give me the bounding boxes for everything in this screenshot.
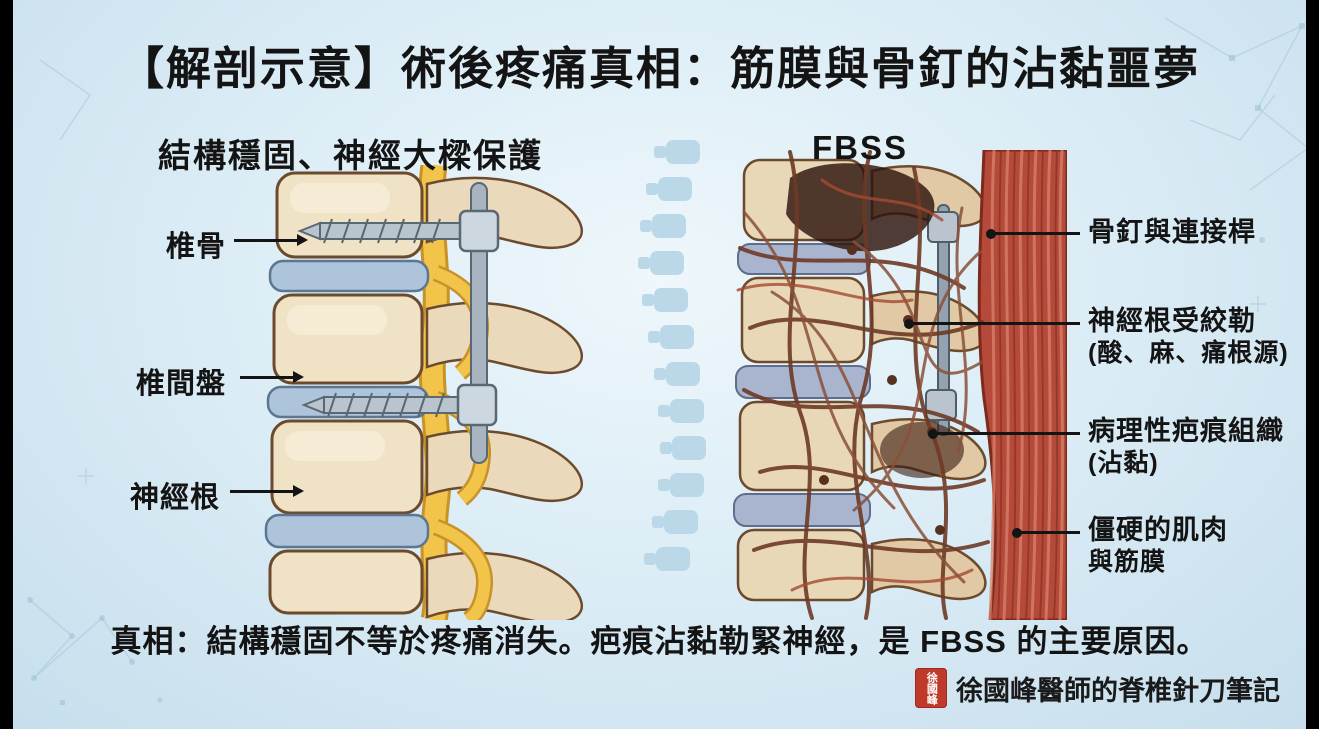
connector-line-stiff-muscle — [1012, 527, 1080, 538]
muscle-band — [977, 150, 1067, 620]
signature-text: 徐國峰醫師的脊椎針刀筆記 — [956, 675, 1280, 706]
connector-line-vertebra — [234, 234, 308, 246]
label-stiff-muscle-fascia: 僵硬的肌肉 與筋膜 — [1088, 514, 1228, 578]
label-disc: 椎間盤 — [136, 368, 227, 400]
label-screw-and-rod: 骨釘與連接桿 — [1088, 216, 1256, 248]
fbss-spine-illustration — [733, 150, 1067, 620]
label-line2: (酸、麻、痛根源) — [1088, 339, 1289, 367]
pedicle-screws — [297, 182, 500, 464]
connector-line-nerve-root — [230, 485, 304, 497]
label-vertebra: 椎骨 — [166, 231, 227, 263]
spine-silhouette — [638, 140, 706, 571]
label-pathological-scar: 病理性疤痕組織 (沾黏) — [1088, 415, 1284, 479]
connector-line-disc — [240, 371, 304, 383]
letterbox-right — [1306, 0, 1319, 729]
pedicle-screws — [925, 204, 959, 436]
signature-block: 徐國峰 徐國峰醫師的脊椎針刀筆記 — [915, 668, 1280, 708]
label-line2: 與筋膜 — [1088, 548, 1167, 576]
label-line1: 神經根受絞勒 — [1088, 306, 1256, 336]
label-line1: 病理性疤痕組織 — [1088, 416, 1284, 446]
connector-line-strangled-nerve — [904, 318, 1080, 329]
label-line1: 僵硬的肌肉 — [1088, 515, 1228, 545]
page-title: 【解剖示意】術後疼痛真相：筋膜與骨釘的沾黏噩夢 — [118, 43, 1200, 94]
right-panel-heading: FBSS — [812, 129, 909, 166]
label-nerve-root: 神經根 — [130, 482, 221, 514]
left-panel-heading: 結構穩固、神經大樑保護 — [158, 137, 543, 174]
letterbox-left — [0, 0, 13, 729]
connector-line-screw-rod — [986, 228, 1080, 239]
scar-web — [736, 150, 990, 620]
label-line2: (沾黏) — [1088, 449, 1159, 477]
seal-stamp: 徐國峰 — [915, 668, 947, 708]
seal-text: 徐國峰 — [925, 671, 938, 705]
conclusion-text: 真相：結構穩固不等於疼痛消失。疤痕沾黏勒緊神經，是 FBSS 的主要原因。 — [110, 624, 1209, 659]
label-line1: 骨釘與連接桿 — [1088, 217, 1256, 247]
healthy-spine-illustration — [264, 165, 583, 620]
connector-line-scar-tissue — [928, 428, 1080, 439]
bone-highlights — [285, 183, 390, 461]
label-strangled-nerve-root: 神經根受絞勒 (酸、麻、痛根源) — [1088, 305, 1289, 369]
